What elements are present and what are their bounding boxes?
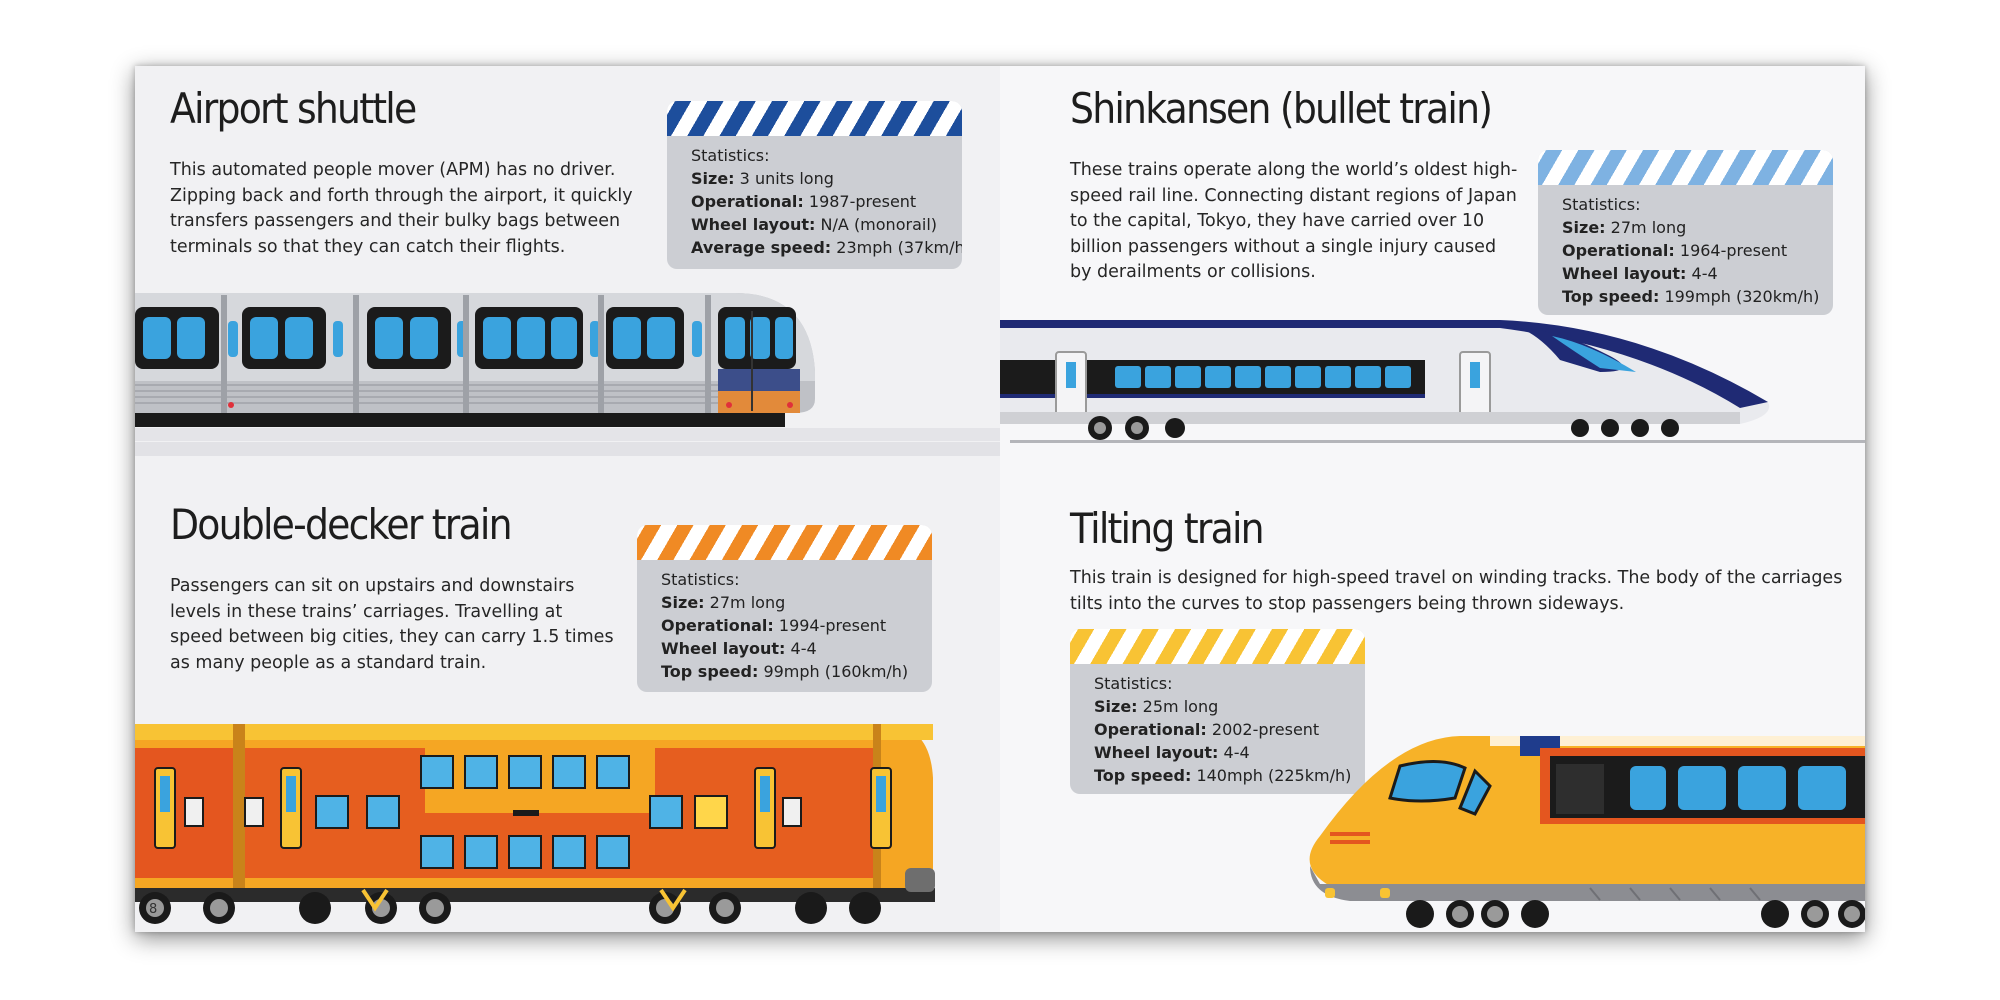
- stats-size: Size: 25m long: [1094, 697, 1219, 716]
- stats-stripe: [667, 101, 962, 136]
- stats-wheel-layout: Wheel layout: 4-4: [1094, 743, 1250, 762]
- stats-size: Size: 27m long: [661, 593, 786, 612]
- airport-shuttle-illustration: [135, 293, 1000, 441]
- shinkansen-description: These trains operate along the world’s o…: [1070, 160, 1518, 282]
- stats-operational: Operational: 1994-present: [661, 616, 887, 635]
- stats-speed: Top speed: 140mph (225km/h): [1094, 766, 1352, 785]
- stats-heading: Statistics:: [1562, 195, 1641, 214]
- stats-stripe: [1538, 150, 1833, 185]
- double-decker-description: Passengers can sit on upstairs and downs…: [170, 576, 614, 673]
- book-spread: Airport shuttle This automated people mo…: [135, 66, 1865, 932]
- stats-size: Size: 3 units long: [691, 169, 834, 188]
- stats-stripe: [1070, 629, 1365, 664]
- stats-wheel-layout: Wheel layout: 4-4: [1562, 264, 1718, 283]
- shinkansen-illustration: [1000, 320, 1865, 443]
- stats-operational: Operational: 1964-present: [1562, 241, 1788, 260]
- stats-heading: Statistics:: [1094, 674, 1173, 693]
- stats-size: Size: 27m long: [1562, 218, 1687, 237]
- shinkansen-stats-box: Statistics: Size: 27m long Operational: …: [1538, 150, 1833, 315]
- tilting-train-illustration: [1309, 736, 1865, 928]
- double-decker-title: Double-decker train: [170, 500, 513, 549]
- stats-wheel-layout: Wheel layout: N/A (monorail): [691, 215, 937, 234]
- page-number: 8: [149, 902, 158, 917]
- airport-shuttle-stats-box: Statistics: Size: 3 units long Operation…: [667, 101, 962, 269]
- stats-speed: Average speed: 23mph (37km/h): [691, 238, 962, 257]
- tilting-train-description: This train is designed for high-speed tr…: [1070, 568, 1843, 614]
- airport-shuttle-description: This automated people mover (APM) has no…: [170, 160, 633, 257]
- right-page: Shinkansen (bullet train) These trains o…: [1000, 66, 1865, 932]
- stats-operational: Operational: 1987-present: [691, 192, 917, 211]
- shinkansen-title: Shinkansen (bullet train): [1070, 84, 1493, 133]
- page-divider-band: [135, 442, 1000, 456]
- stats-stripe: [637, 525, 932, 560]
- stats-heading: Statistics:: [691, 146, 770, 165]
- left-page: Airport shuttle This automated people mo…: [135, 66, 1000, 932]
- double-decker-illustration: [135, 724, 935, 924]
- double-decker-stats-box: Statistics: Size: 27m long Operational: …: [637, 525, 932, 692]
- stats-speed: Top speed: 199mph (320km/h): [1562, 287, 1820, 306]
- tilting-train-title: Tilting train: [1070, 504, 1265, 553]
- stats-heading: Statistics:: [661, 570, 740, 589]
- tilting-train-stats-box: Statistics: Size: 25m long Operational: …: [1070, 629, 1365, 794]
- stats-wheel-layout: Wheel layout: 4-4: [661, 639, 817, 658]
- airport-shuttle-title: Airport shuttle: [170, 84, 417, 133]
- stats-operational: Operational: 2002-present: [1094, 720, 1320, 739]
- stats-speed: Top speed: 99mph (160km/h): [661, 662, 909, 681]
